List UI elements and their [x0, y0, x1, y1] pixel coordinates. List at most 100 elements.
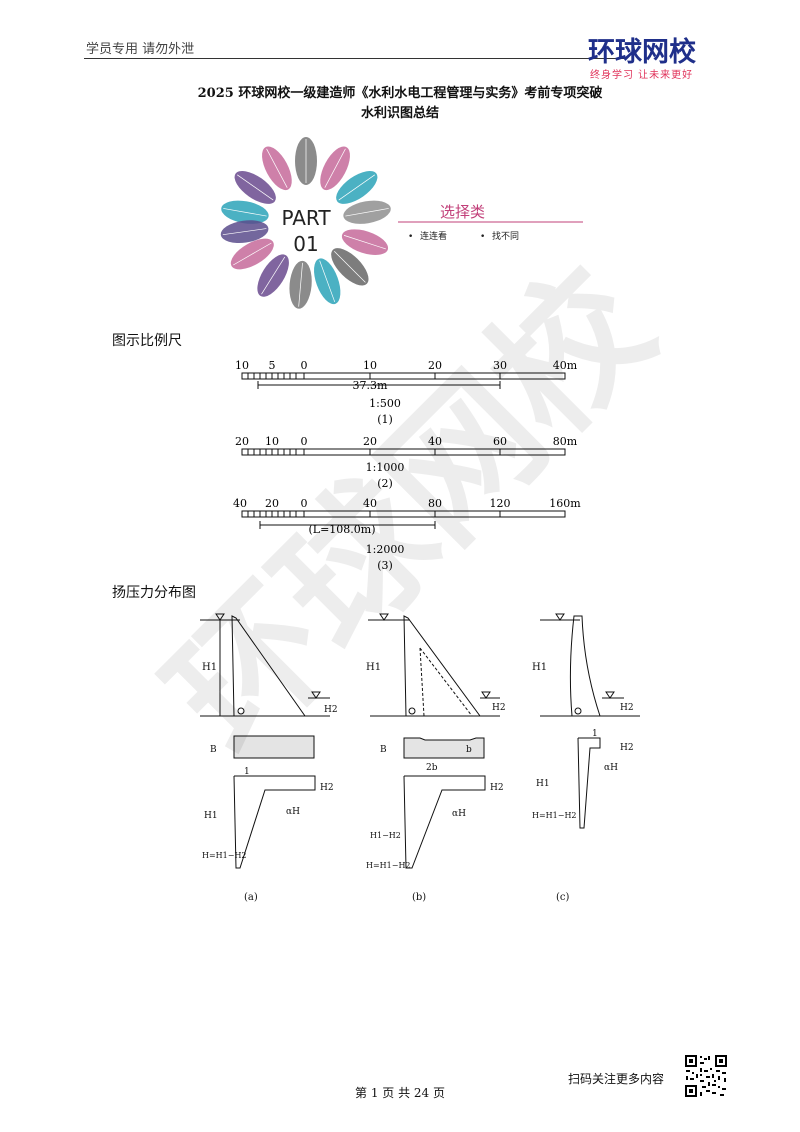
h-formula-label: H=H1−H2	[202, 851, 247, 860]
scale2-ratio: 1:1000	[366, 461, 405, 474]
scale1-tick-label: 0	[301, 359, 308, 372]
mark-1: 1	[244, 767, 250, 777]
h1-label: H1	[532, 662, 547, 673]
scale3-caption: (3)	[377, 559, 393, 572]
scale2-tick-label: 0	[301, 435, 308, 448]
diagram-c: H1 H2 1 H2 αH H1 H=H1−H2 (c)	[532, 613, 640, 903]
scale2-tick-label: 10	[265, 435, 279, 448]
drain-hole-icon	[408, 707, 416, 715]
water-level-marker-icon	[555, 613, 565, 621]
logo-slogan: 终身学习 让未来更好	[590, 70, 694, 81]
document-subtitle: 水利识图总结	[360, 106, 439, 121]
alpha-h-label: αH	[604, 763, 618, 773]
scale1-tick-label: 5	[269, 359, 276, 372]
h1-label: H1	[366, 662, 381, 673]
tailwater-marker-icon	[602, 691, 624, 699]
bullet-dot: •	[408, 232, 413, 242]
scale3-tick-label: 120	[490, 497, 511, 510]
part-label: PART	[281, 206, 331, 230]
scale1-tick-label: 10	[235, 359, 249, 372]
mark-1: 1	[592, 729, 598, 739]
scale1-measure-label: 37.3m	[353, 379, 388, 392]
qr-code-icon[interactable]	[684, 1054, 728, 1098]
caption-b: (b)	[412, 892, 426, 903]
header-confidential-text: 学员专用 请勿外泄	[86, 42, 195, 57]
header-divider	[84, 58, 624, 59]
scale1-tick-label: 30	[493, 359, 507, 372]
b-label: B	[210, 745, 217, 755]
scale-bar-diagrams: 10 5 0 10 20 30 40m 37.3m 1:500 (1) 20 1…	[233, 359, 581, 572]
leaf-wreath-icon	[220, 137, 391, 309]
scale2-caption: (2)	[377, 477, 393, 490]
h1-label: H1	[202, 662, 217, 673]
bullet-item-2: 找不同	[492, 230, 519, 242]
water-level-marker-icon	[379, 613, 389, 621]
scale3-ticks	[241, 511, 501, 517]
caption-a: (a)	[244, 892, 258, 903]
h1-label: H1	[536, 779, 550, 789]
scale-bar-2: 20 10 0 20 40 60 80m 1:1000 (2)	[235, 435, 578, 490]
h1-label: H1	[204, 811, 218, 821]
section-heading-scale: 图示比例尺	[112, 333, 182, 349]
part-number: 01	[293, 232, 318, 256]
scale2-tick-label: 20	[363, 435, 377, 448]
h-formula-label: H=H1−H2	[366, 861, 411, 870]
scale3-tick-label: 40	[363, 497, 377, 510]
h2-label: H2	[492, 703, 506, 713]
scale-bar-3: 40 20 0 40 80 120 160m (L=108.0m) 1:2000…	[233, 497, 581, 572]
scale-bar-1: 10 5 0 10 20 30 40m 37.3m 1:500 (1)	[235, 359, 578, 426]
scan-prompt: 扫码关注更多内容	[568, 1072, 665, 1086]
scale3-measure-label: (L=108.0m)	[308, 523, 375, 536]
drain-hole-icon	[574, 707, 582, 715]
h2-label: H2	[320, 783, 334, 793]
part-banner: PART 01 选择类 • 连连看 • 找不同	[220, 137, 583, 309]
uplift-pressure-profile-b	[403, 775, 486, 869]
uplift-pressure-profile-c	[577, 737, 601, 829]
caption-c: (c)	[556, 892, 570, 903]
tailwater-marker-icon	[308, 691, 330, 699]
scale1-tick-label: 40m	[553, 359, 578, 372]
dam-section-a	[231, 615, 306, 717]
base-slab-dotted	[233, 735, 315, 759]
bullet-item-1: 连连看	[420, 230, 447, 242]
b-small-label: b	[466, 745, 472, 755]
drainage-gallery-dashed	[419, 647, 473, 717]
document-title: 2025 环球网校一级建造师《水利水电工程管理与实务》考前专项突破	[197, 86, 603, 101]
scale3-measure-line	[259, 521, 436, 529]
scale1-tick-label: 10	[363, 359, 377, 372]
base-slab-dotted	[403, 737, 485, 759]
scale2-ticks	[241, 449, 501, 455]
dam-section-b	[403, 615, 481, 717]
logo-main-text: 环球网校	[588, 37, 696, 68]
page-number: 第 1 页 共 24 页	[355, 1086, 445, 1100]
scale3-ratio: 1:2000	[366, 543, 405, 556]
h1-minus-h2-label: H1−H2	[370, 831, 401, 840]
part-category: 选择类	[440, 203, 485, 221]
scale3-tick-label: 80	[428, 497, 442, 510]
scale1-ratio: 1:500	[369, 397, 401, 410]
scale2-tick-label: 20	[235, 435, 249, 448]
diagram-b: H1 H2 B b 2b H2 αH H1−H2 H=H1−H2 (b)	[366, 613, 506, 903]
uplift-pressure-profile-a	[233, 775, 316, 869]
section-heading-uplift: 扬压力分布图	[112, 585, 196, 601]
scale3-tick-label: 20	[265, 497, 279, 510]
scale2-tick-label: 40	[428, 435, 442, 448]
two-b-label: 2b	[426, 763, 438, 773]
bullet-dot: •	[480, 232, 485, 242]
h2-label: H2	[490, 783, 504, 793]
tailwater-marker-icon	[480, 691, 500, 699]
scale3-tick-label: 160m	[549, 497, 581, 510]
h2-label: H2	[324, 705, 338, 715]
scale1-caption: (1)	[377, 413, 393, 426]
scale1-tick-label: 20	[428, 359, 442, 372]
scale1-measure-line	[257, 381, 501, 389]
alpha-h-label: αH	[452, 809, 466, 819]
h-formula-label: H=H1−H2	[532, 811, 577, 820]
water-level-marker-icon	[215, 613, 225, 621]
h2-label: H2	[620, 743, 634, 753]
scale1-ticks	[241, 373, 501, 379]
h2-label: H2	[620, 703, 634, 713]
b-label: B	[380, 745, 387, 755]
scale2-tick-label: 60	[493, 435, 507, 448]
arch-dam-section-c	[569, 615, 601, 717]
